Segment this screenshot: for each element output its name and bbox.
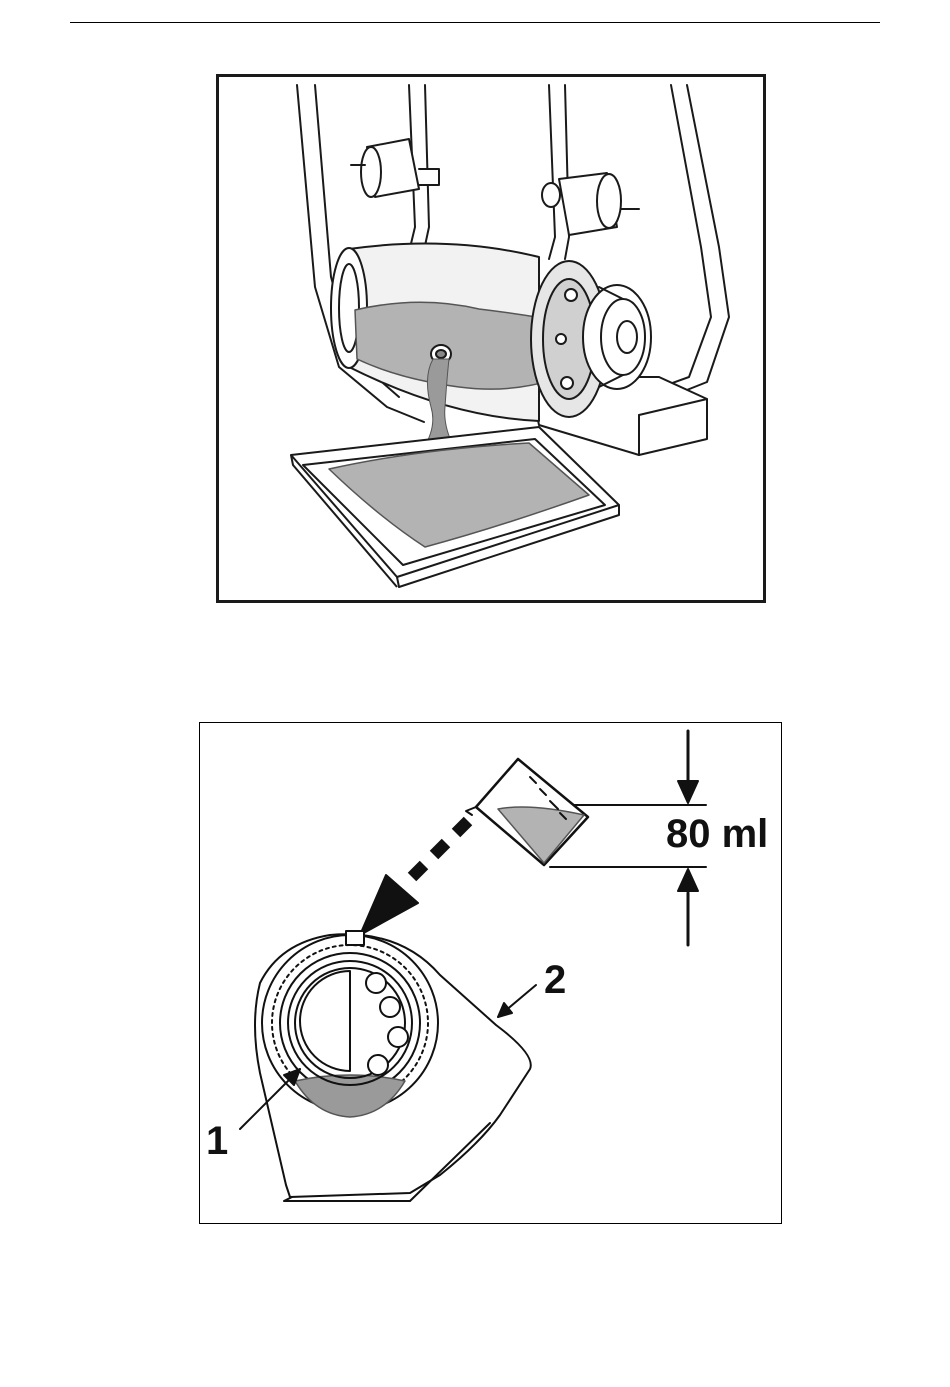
oil-fill-illustration bbox=[200, 723, 781, 1223]
volume-label: 80 ml bbox=[666, 814, 768, 854]
callout-1: 1 bbox=[206, 1121, 228, 1161]
figure-oil-drain bbox=[216, 74, 766, 603]
oil-drain-illustration bbox=[219, 77, 763, 600]
callout-2: 2 bbox=[544, 960, 566, 1000]
figure-oil-fill: 80 ml 1 2 bbox=[199, 722, 782, 1224]
header-rule bbox=[70, 22, 880, 23]
